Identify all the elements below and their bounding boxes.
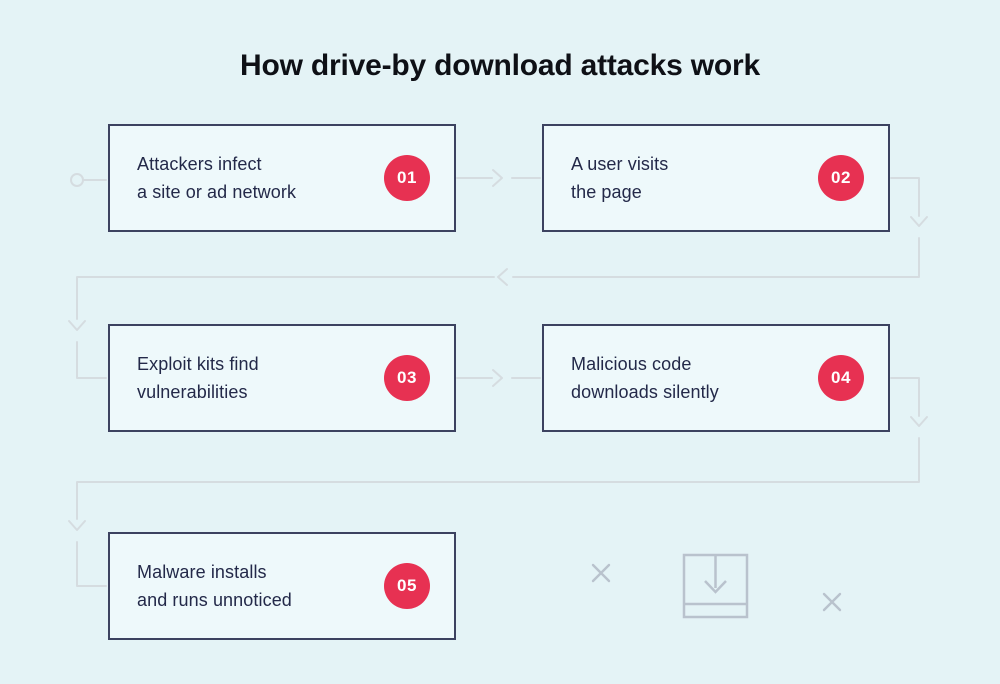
- page-title: How drive-by download attacks work: [240, 49, 760, 82]
- step-line: Exploit kits find: [137, 354, 259, 374]
- connector-line: [76, 276, 495, 320]
- arrow-right-icon: [492, 169, 503, 187]
- step-line: Malicious code: [571, 354, 692, 374]
- step-line: Attackers infect: [137, 154, 262, 174]
- step-text: A user visits the page: [571, 150, 668, 206]
- arrow-down-icon: [68, 320, 86, 331]
- step-number-badge: 05: [384, 563, 430, 609]
- step-box-2: A user visits the page 02: [542, 124, 890, 232]
- arrow-down-icon: [68, 520, 86, 531]
- step-box-5: Malware installs and runs unnoticed 05: [108, 532, 456, 640]
- step-line: the page: [571, 182, 642, 202]
- step-number-badge: 04: [818, 355, 864, 401]
- connector-line: [890, 377, 920, 417]
- connector-step2-step3: [68, 177, 928, 379]
- step-box-1: Attackers infect a site or ad network 01: [108, 124, 456, 232]
- step-text: Malware installs and runs unnoticed: [137, 558, 292, 614]
- connector-line: [76, 541, 107, 587]
- step-box-3: Exploit kits find vulnerabilities 03: [108, 324, 456, 432]
- step-number-badge: 02: [818, 155, 864, 201]
- step-box-4: Malicious code downloads silently 04: [542, 324, 890, 432]
- connector-line: [512, 237, 920, 278]
- step-line: downloads silently: [571, 382, 719, 402]
- arrow-down-icon: [910, 416, 928, 427]
- step-line: Malware installs: [137, 562, 267, 582]
- step-line: A user visits: [571, 154, 669, 174]
- step-text: Malicious code downloads silently: [571, 350, 719, 406]
- connector-step3-step4: [456, 369, 541, 387]
- step-line: a site or ad network: [137, 182, 297, 202]
- step-text: Exploit kits find vulnerabilities: [137, 350, 259, 406]
- arrow-right-icon: [492, 369, 503, 387]
- step-line: vulnerabilities: [137, 382, 248, 402]
- connector-step1-step2: [456, 169, 541, 187]
- arrow-down-icon: [910, 216, 928, 227]
- start-node-icon: [70, 173, 84, 187]
- step-text: Attackers infect a site or ad network: [137, 150, 296, 206]
- x-icon: [822, 592, 842, 612]
- connector-line: [890, 177, 920, 217]
- step-number-badge: 01: [384, 155, 430, 201]
- x-icon: [591, 563, 611, 583]
- arrow-left-icon: [497, 268, 508, 286]
- download-icon: [682, 553, 749, 619]
- connector-step4-step5: [68, 377, 928, 587]
- start-connector: [70, 173, 107, 187]
- step-line: and runs unnoticed: [137, 590, 292, 610]
- connector-line: [76, 437, 920, 520]
- step-number-badge: 03: [384, 355, 430, 401]
- connector-line: [76, 341, 107, 379]
